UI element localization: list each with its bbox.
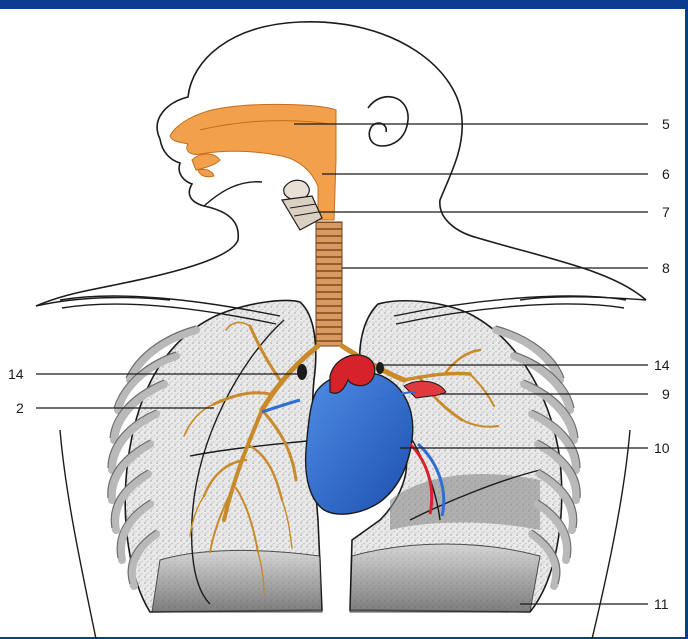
mouth [192,154,220,170]
label-10: 10 [654,441,670,455]
heart [306,372,413,514]
label-2: 2 [16,401,24,415]
label-8: 8 [662,261,670,275]
body-outline [157,22,646,300]
label-6: 6 [662,167,670,181]
label-14-left: 14 [8,367,24,381]
ear [368,97,408,146]
label-14-right: 14 [654,358,670,372]
label-7: 7 [662,205,670,219]
label-9: 9 [662,387,670,401]
label-5: 5 [662,117,670,131]
trachea [316,222,342,346]
label-11: 11 [654,597,669,611]
